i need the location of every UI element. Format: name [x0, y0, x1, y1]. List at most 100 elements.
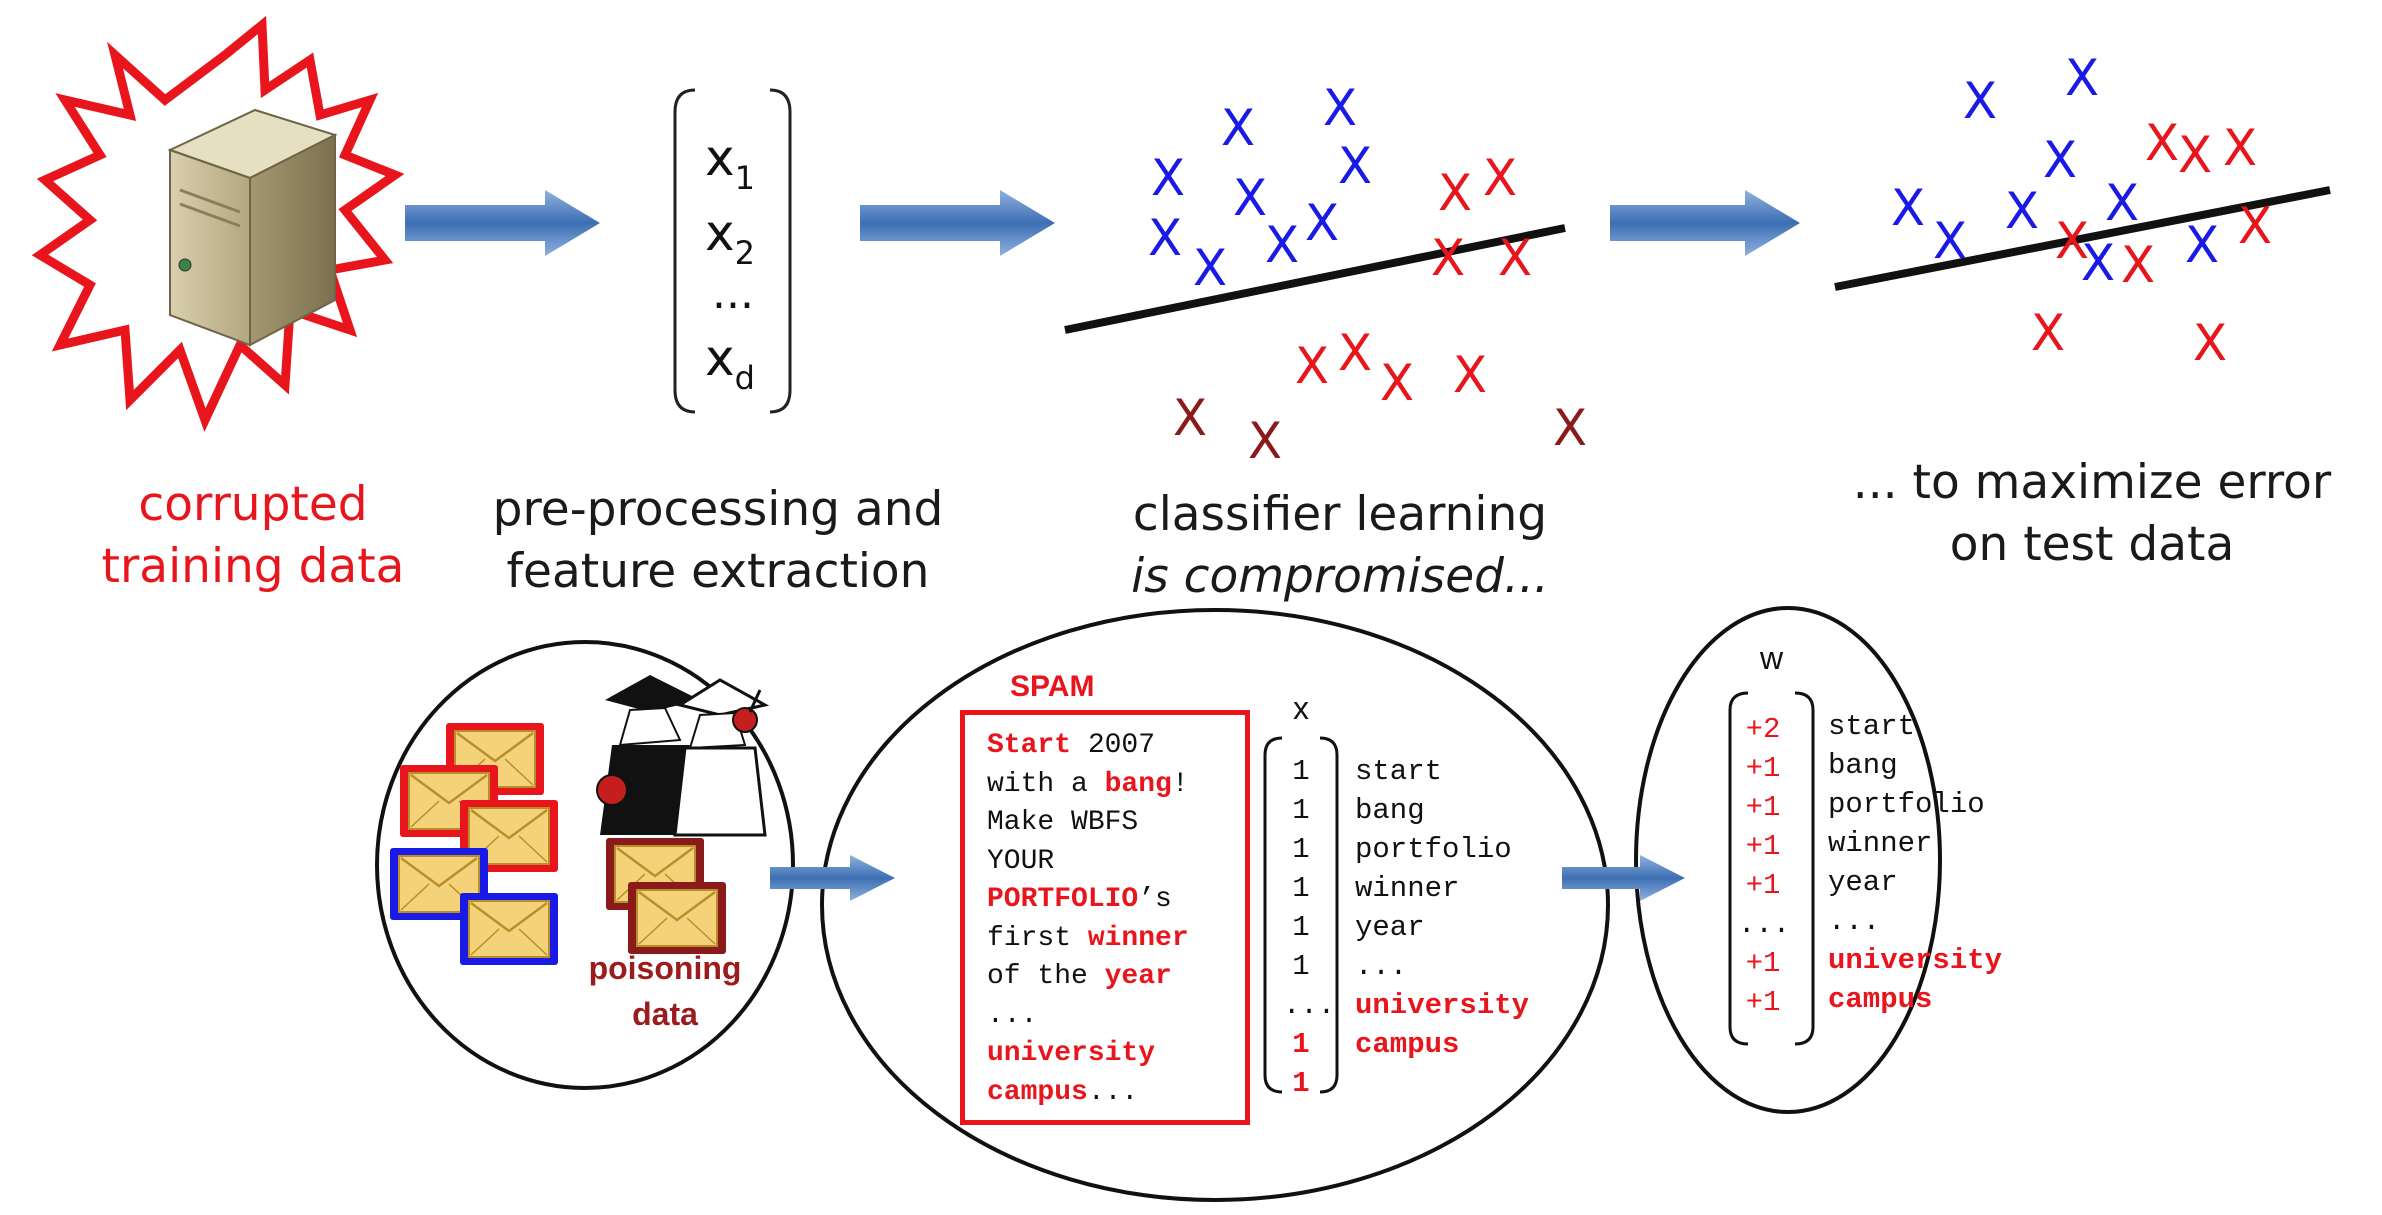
spam-line: ... [987, 997, 1245, 1036]
vector-entry: +1 [1745, 830, 1781, 863]
spam-text: ... [987, 999, 1038, 1031]
spam-text: Make WBFS [987, 807, 1139, 838]
red-x-point: X [1498, 229, 1532, 287]
spam-text: 2007 [1071, 730, 1156, 761]
arrow-icon [1562, 855, 1685, 901]
vector-entry: portfolio [1828, 788, 1985, 821]
red-x-point: X [2178, 126, 2212, 184]
weights-ellipse [1634, 606, 1942, 1114]
red-x-point: X [1483, 149, 1517, 207]
blue-x-point: X [2043, 131, 2077, 189]
w-left-bracket [1728, 691, 1749, 1046]
arrow-icon [860, 190, 1055, 256]
red-x-point: X [2031, 304, 2065, 362]
vector-entry: campus [1355, 1028, 1460, 1061]
corrupted-caption-line1: corrupted [138, 477, 367, 532]
maximize-caption-line2: on test data [1950, 517, 2235, 572]
red-x-point: X [2193, 314, 2227, 372]
vector-entry: bang [1355, 794, 1425, 827]
spam-ellipse [820, 608, 1610, 1202]
red-x-point: X [2055, 212, 2089, 270]
learning-caption-line2: is compromised... [1131, 549, 1549, 604]
blue-x-point: X [2005, 182, 2039, 240]
test-scatter: X X X X X X X X X X X X X X X X X [1834, 49, 2331, 372]
x2-entry: x2 [705, 204, 755, 272]
spam-line: first winner [987, 920, 1245, 959]
blue-x-point: X [1305, 194, 1339, 252]
red-x-point: X [1438, 164, 1472, 222]
vector-entry: year [1828, 866, 1898, 899]
blue-x-point: X [1148, 209, 1182, 267]
decision-boundary [1064, 224, 1566, 334]
blue-x-point: X [1151, 149, 1185, 207]
blue-x-point: X [1221, 99, 1255, 157]
vector-entry: +1 [1745, 752, 1781, 785]
spies-icon [596, 675, 770, 837]
corrupted-caption-line2: training data [102, 539, 405, 594]
blue-x-point: X [2081, 234, 2115, 292]
arrow-icon [405, 190, 600, 256]
xd-entry: xd [705, 329, 755, 397]
vector-entry: start [1355, 755, 1443, 788]
blue-x-point: X [1193, 239, 1227, 297]
spam-keyword: PORTFOLIO [987, 884, 1139, 915]
vector-entry: ... [1828, 905, 1881, 938]
decision-boundary [1834, 186, 2331, 291]
vector-entry: winner [1355, 872, 1460, 905]
blue-x-point: X [1233, 169, 1267, 227]
w-right-bracket [1794, 691, 1815, 1046]
x-left-bracket [1263, 736, 1283, 1094]
spam-text: ’s [1138, 884, 1172, 915]
spam-text: with a [987, 768, 1105, 800]
poisoning-data-label: poisoning data [585, 945, 745, 1037]
dots-entry: ... [712, 268, 754, 319]
vector-entry: +1 [1745, 947, 1781, 980]
preprocess-caption-line2: feature extraction [507, 544, 930, 599]
spam-keyword: bang [1104, 768, 1172, 800]
vector-entry: +2 [1745, 713, 1781, 746]
spam-line: YOUR [987, 843, 1245, 882]
x-vector-label: x [1293, 690, 1309, 726]
red-x-point: X [1380, 354, 1414, 412]
red-x-point: X [2121, 236, 2155, 294]
vector-entry: portfolio [1355, 833, 1512, 866]
blue-x-point: X [1963, 72, 1997, 130]
spam-keyword: campus [987, 1076, 1088, 1108]
blue-x-point: X [1323, 79, 1357, 137]
red-x-point: X [2223, 119, 2257, 177]
blue-x-point: X [1891, 179, 1925, 237]
w-vector-label: w [1760, 640, 1784, 676]
vector-entry: 1 [1292, 1028, 1310, 1061]
vector-entry: winner [1828, 827, 1933, 860]
arrow-icon [770, 855, 895, 901]
poisoning-ellipse [375, 640, 795, 1090]
spam-text: ... [1087, 1076, 1139, 1108]
envelopes-icon [390, 723, 726, 965]
preprocess-caption-line1: pre-processing and [493, 482, 944, 537]
learning-caption-line1: classifier learning [1133, 487, 1547, 542]
red-x-point: X [1453, 346, 1487, 404]
training-scatter: X X X X X X X X X X X X X X X X X X X X [1064, 79, 1587, 470]
vector-entry: +1 [1745, 869, 1781, 902]
blue-x-point: X [1338, 137, 1372, 195]
vector-entry: 1 [1292, 950, 1310, 983]
red-x-point: X [1431, 229, 1465, 287]
vector-entry: 1 [1292, 794, 1310, 827]
vector-entry: start [1828, 710, 1916, 743]
blue-x-point: X [2105, 174, 2139, 232]
vector-entry: ... [1738, 908, 1791, 941]
spam-keyword: university [987, 1038, 1156, 1069]
blue-x-point: X [1265, 216, 1299, 274]
spam-line: university [987, 1035, 1245, 1074]
vector-entry: bang [1828, 749, 1898, 782]
red-x-point: X [2145, 114, 2179, 172]
vector-entry: campus [1828, 983, 1933, 1016]
red-x-point: X [2238, 197, 2272, 255]
vector-entry: 1 [1292, 872, 1310, 905]
poison-x-point: X [1553, 399, 1587, 457]
spam-text: ! [1171, 768, 1189, 800]
vector-entry: +1 [1745, 986, 1781, 1019]
